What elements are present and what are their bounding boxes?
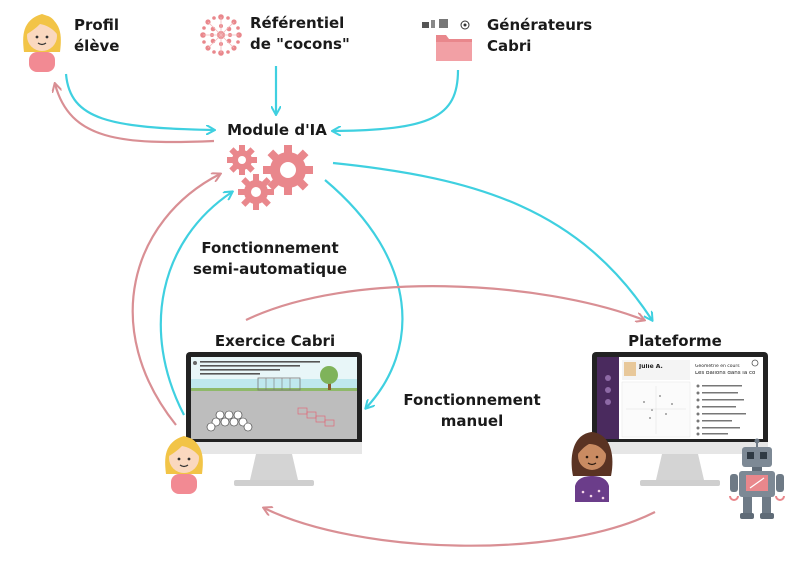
arrow-module-to-exercice	[324, 179, 404, 408]
manuel-label: Fonctionnement manuel	[397, 390, 547, 432]
cocons-network-icon	[200, 14, 242, 56]
arrow-module-to-profil	[55, 84, 215, 144]
generateurs-folder-icon	[422, 19, 472, 61]
gears-icon	[227, 145, 313, 210]
semi-auto-label: Fonctionnement semi-automatique	[190, 238, 350, 280]
generateurs-label-line1: Générateurs	[487, 16, 593, 34]
exercice-monitor-icon	[186, 352, 362, 486]
plateforme-monitor-icon	[592, 352, 768, 486]
arrow-eleve-to-module-outer	[131, 174, 220, 426]
manuel-line1: Fonctionnement	[403, 391, 541, 409]
referentiel-label: Référentiel de "cocons"	[250, 13, 350, 55]
arrow-generateurs-to-module	[333, 69, 460, 131]
arrow-profil-to-module	[64, 73, 214, 130]
exercice-cabri-label: Exercice Cabri	[214, 332, 336, 350]
profil-eleve-label: Profil élève	[74, 15, 119, 57]
module-ia-label: Module d'IA	[227, 121, 327, 139]
platform-panel-title-1: Géométrie en cours	[695, 364, 740, 369]
student-avatar-icon	[23, 14, 61, 72]
student-at-exercice-icon	[165, 436, 203, 494]
arrow-exercice-to-plateforme	[245, 285, 644, 320]
arrow-exercice-to-module	[159, 192, 232, 416]
robot-icon	[729, 438, 785, 519]
teacher-avatar-icon	[571, 432, 613, 502]
manuel-line2: manuel	[440, 412, 504, 430]
referentiel-label-line1: Référentiel	[250, 14, 345, 32]
semi-auto-line2: semi-automatique	[192, 260, 348, 278]
plateforme-label: Plateforme	[628, 332, 722, 350]
generateurs-label: Générateurs Cabri	[487, 15, 592, 57]
arrow-plateforme-to-eleve	[264, 508, 656, 547]
arrow-module-to-plateforme	[332, 161, 652, 320]
generateurs-label-line2: Cabri	[487, 37, 532, 55]
referentiel-label-line2: de "cocons"	[250, 35, 350, 53]
platform-student-name: Julie A.	[639, 364, 663, 369]
profil-label-line1: Profil	[74, 16, 119, 34]
platform-panel-title-2: Les ballons dans la cour	[695, 371, 755, 376]
semi-auto-line1: Fonctionnement	[201, 239, 339, 257]
profil-label-line2: élève	[74, 37, 120, 55]
